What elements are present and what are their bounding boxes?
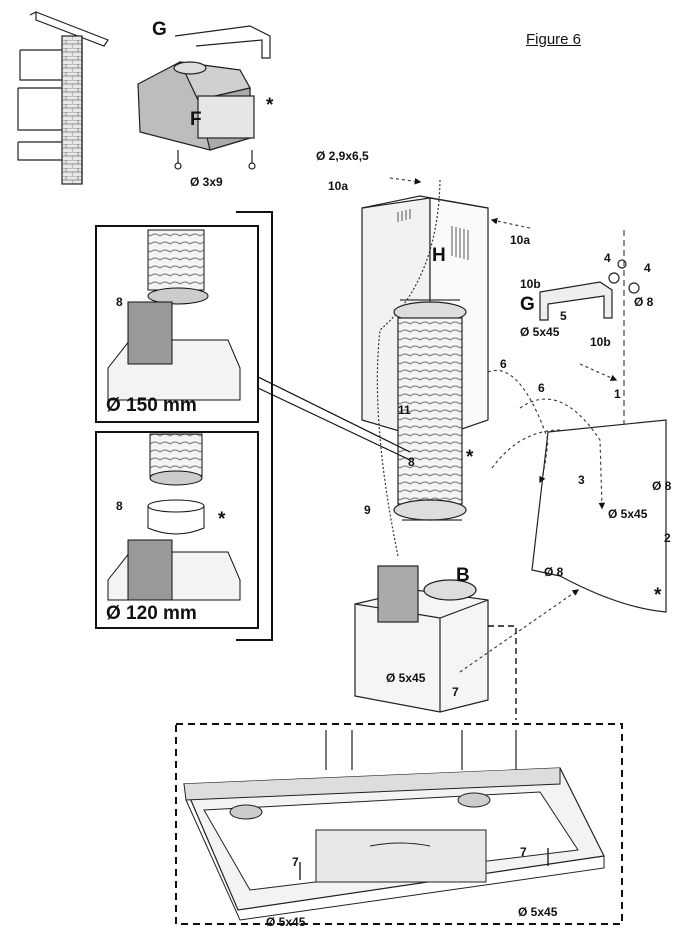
screw-size-label: Ø 3x9 (190, 175, 223, 189)
screw-size-label: Ø 2,9x6,5 (316, 149, 369, 163)
duct-diameter-120: Ø 120 mm (106, 603, 197, 624)
screw-size-label: Ø 5x45 (608, 507, 648, 521)
step-label-2: 2 (664, 531, 671, 545)
step-label-4: 4 (604, 251, 611, 265)
lower-box-B (354, 565, 489, 713)
screw-size-label: Ø 5x45 (386, 671, 426, 685)
figure-title: Figure 6 (526, 31, 582, 48)
screw-size-label: Ø 8 (544, 565, 564, 579)
asterisk-mark: * (266, 95, 274, 116)
asterisk-mark: * (654, 585, 662, 606)
step-label-4: 4 (644, 261, 651, 275)
flexible-duct (393, 299, 467, 521)
bracket-G-right (539, 259, 640, 321)
inset-150mm (95, 225, 259, 423)
step-label-10b: 10b (520, 277, 541, 291)
screw-size-label: Ø 5x45 (266, 915, 306, 929)
part-label-H: H (432, 245, 446, 266)
step-label-5: 5 (560, 309, 567, 323)
part-label-B: B (456, 565, 470, 586)
step-label-10a: 10a (510, 233, 531, 247)
step-label-3: 3 (578, 473, 585, 487)
screw-size-label: Ø 8 (652, 479, 672, 493)
step-label-7: 7 (520, 845, 527, 859)
step-label-9: 9 (364, 503, 371, 517)
screw-size-label: Ø 5x45 (518, 905, 558, 919)
step-label-7: 7 (292, 855, 299, 869)
screw-size-label: Ø 5x45 (520, 325, 560, 339)
assembly-arrows (389, 177, 618, 673)
step-label-6: 6 (538, 381, 545, 395)
step-label-11: 11 (398, 403, 411, 417)
wall-template (531, 419, 667, 613)
inset-120mm (95, 431, 259, 629)
part-label-G: G (152, 19, 167, 40)
step-label-7: 7 (452, 685, 459, 699)
inset-bracket (236, 211, 273, 641)
step-label-10a: 10a (328, 179, 349, 193)
part-label-F: F (190, 109, 202, 130)
screw-size-label: Ø 8 (634, 295, 654, 309)
bottom-view-frame (175, 723, 623, 925)
step-label-6: 6 (500, 357, 507, 371)
step-label-8: 8 (116, 295, 123, 309)
asterisk-mark: * (466, 447, 474, 468)
step-label-10b: 10b (590, 335, 611, 349)
duct-diameter-150: Ø 150 mm (106, 395, 197, 416)
asterisk-mark: * (218, 509, 226, 530)
step-label-1: 1 (614, 387, 621, 401)
part-label-G: G (520, 294, 535, 315)
step-label-8: 8 (116, 499, 123, 513)
motor-box-F (137, 25, 271, 170)
house-illustration (17, 11, 109, 185)
step-label-8: 8 (408, 455, 415, 469)
